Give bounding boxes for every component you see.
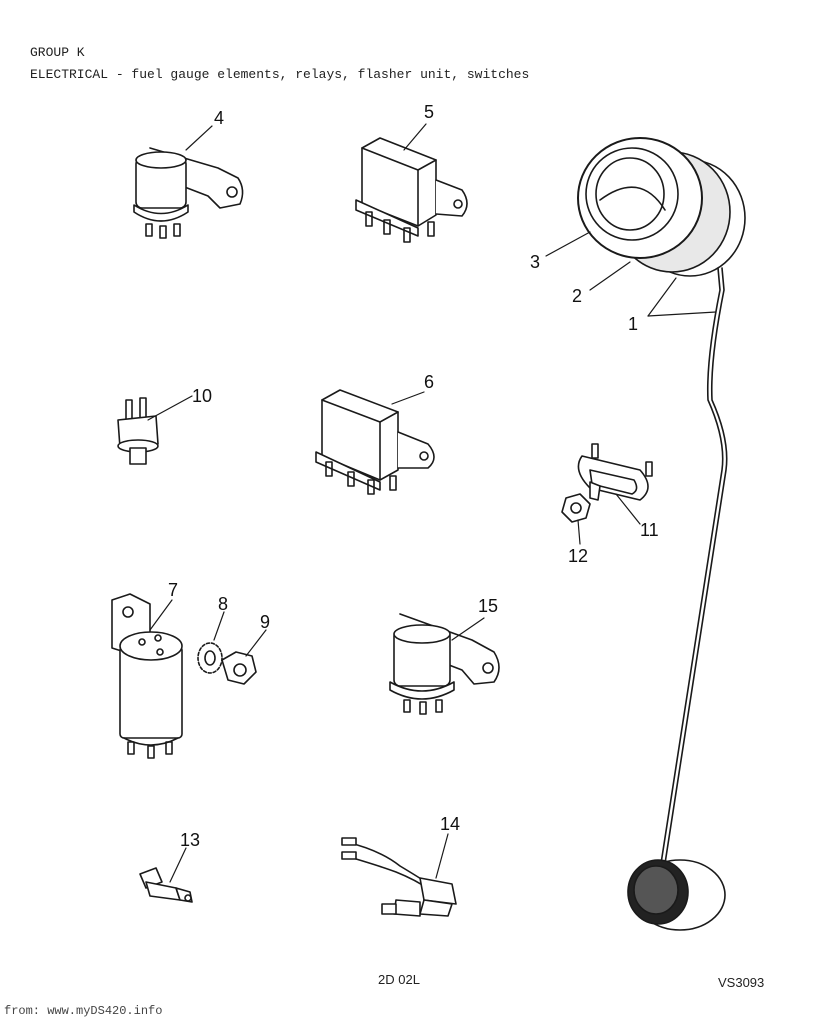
callout-4: 4 (214, 108, 224, 128)
part-11-switch (577, 443, 653, 501)
page-title: ELECTRICAL - fuel gauge elements, relays… (30, 67, 530, 82)
callout-15: 15 (478, 596, 498, 616)
callout-6: 6 (424, 372, 434, 392)
callout-12: 12 (568, 546, 588, 566)
part-4-flasher-unit (133, 147, 244, 239)
part-1-2-3-fuel-tank-unit (577, 137, 746, 931)
part-10-switch (117, 397, 159, 465)
part-7-flasher-can (111, 593, 183, 759)
callout-2: 2 (572, 286, 582, 306)
callout-5: 5 (424, 102, 434, 122)
leader-lines (147, 123, 717, 883)
plate-number: 2D 02L (378, 972, 420, 987)
group-label: GROUP K (30, 45, 85, 60)
part-13-sensor (139, 867, 193, 903)
part-14-switch-with-leads (341, 837, 457, 917)
callout-11: 11 (640, 520, 659, 540)
part-6-relay (315, 389, 435, 495)
callout-1: 1 (628, 314, 638, 334)
callout-10: 10 (192, 386, 212, 406)
drawing-reference: VS3093 (718, 975, 765, 990)
callout-8: 8 (218, 594, 228, 614)
callout-7: 7 (168, 580, 178, 600)
part-5-relay (355, 137, 468, 243)
source-credit: from: www.myDS420.info (4, 1004, 163, 1018)
callout-9: 9 (260, 612, 270, 632)
callout-3: 3 (530, 252, 540, 272)
callout-numbers: 1 2 3 4 5 6 7 8 9 10 11 12 13 14 15 (168, 102, 659, 850)
callout-13: 13 (180, 830, 200, 850)
part-15-flasher-unit (389, 613, 500, 715)
part-12-nut (561, 493, 591, 523)
part-9-nut (221, 651, 257, 685)
callout-14: 14 (440, 814, 460, 834)
part-8-washer (197, 642, 223, 674)
